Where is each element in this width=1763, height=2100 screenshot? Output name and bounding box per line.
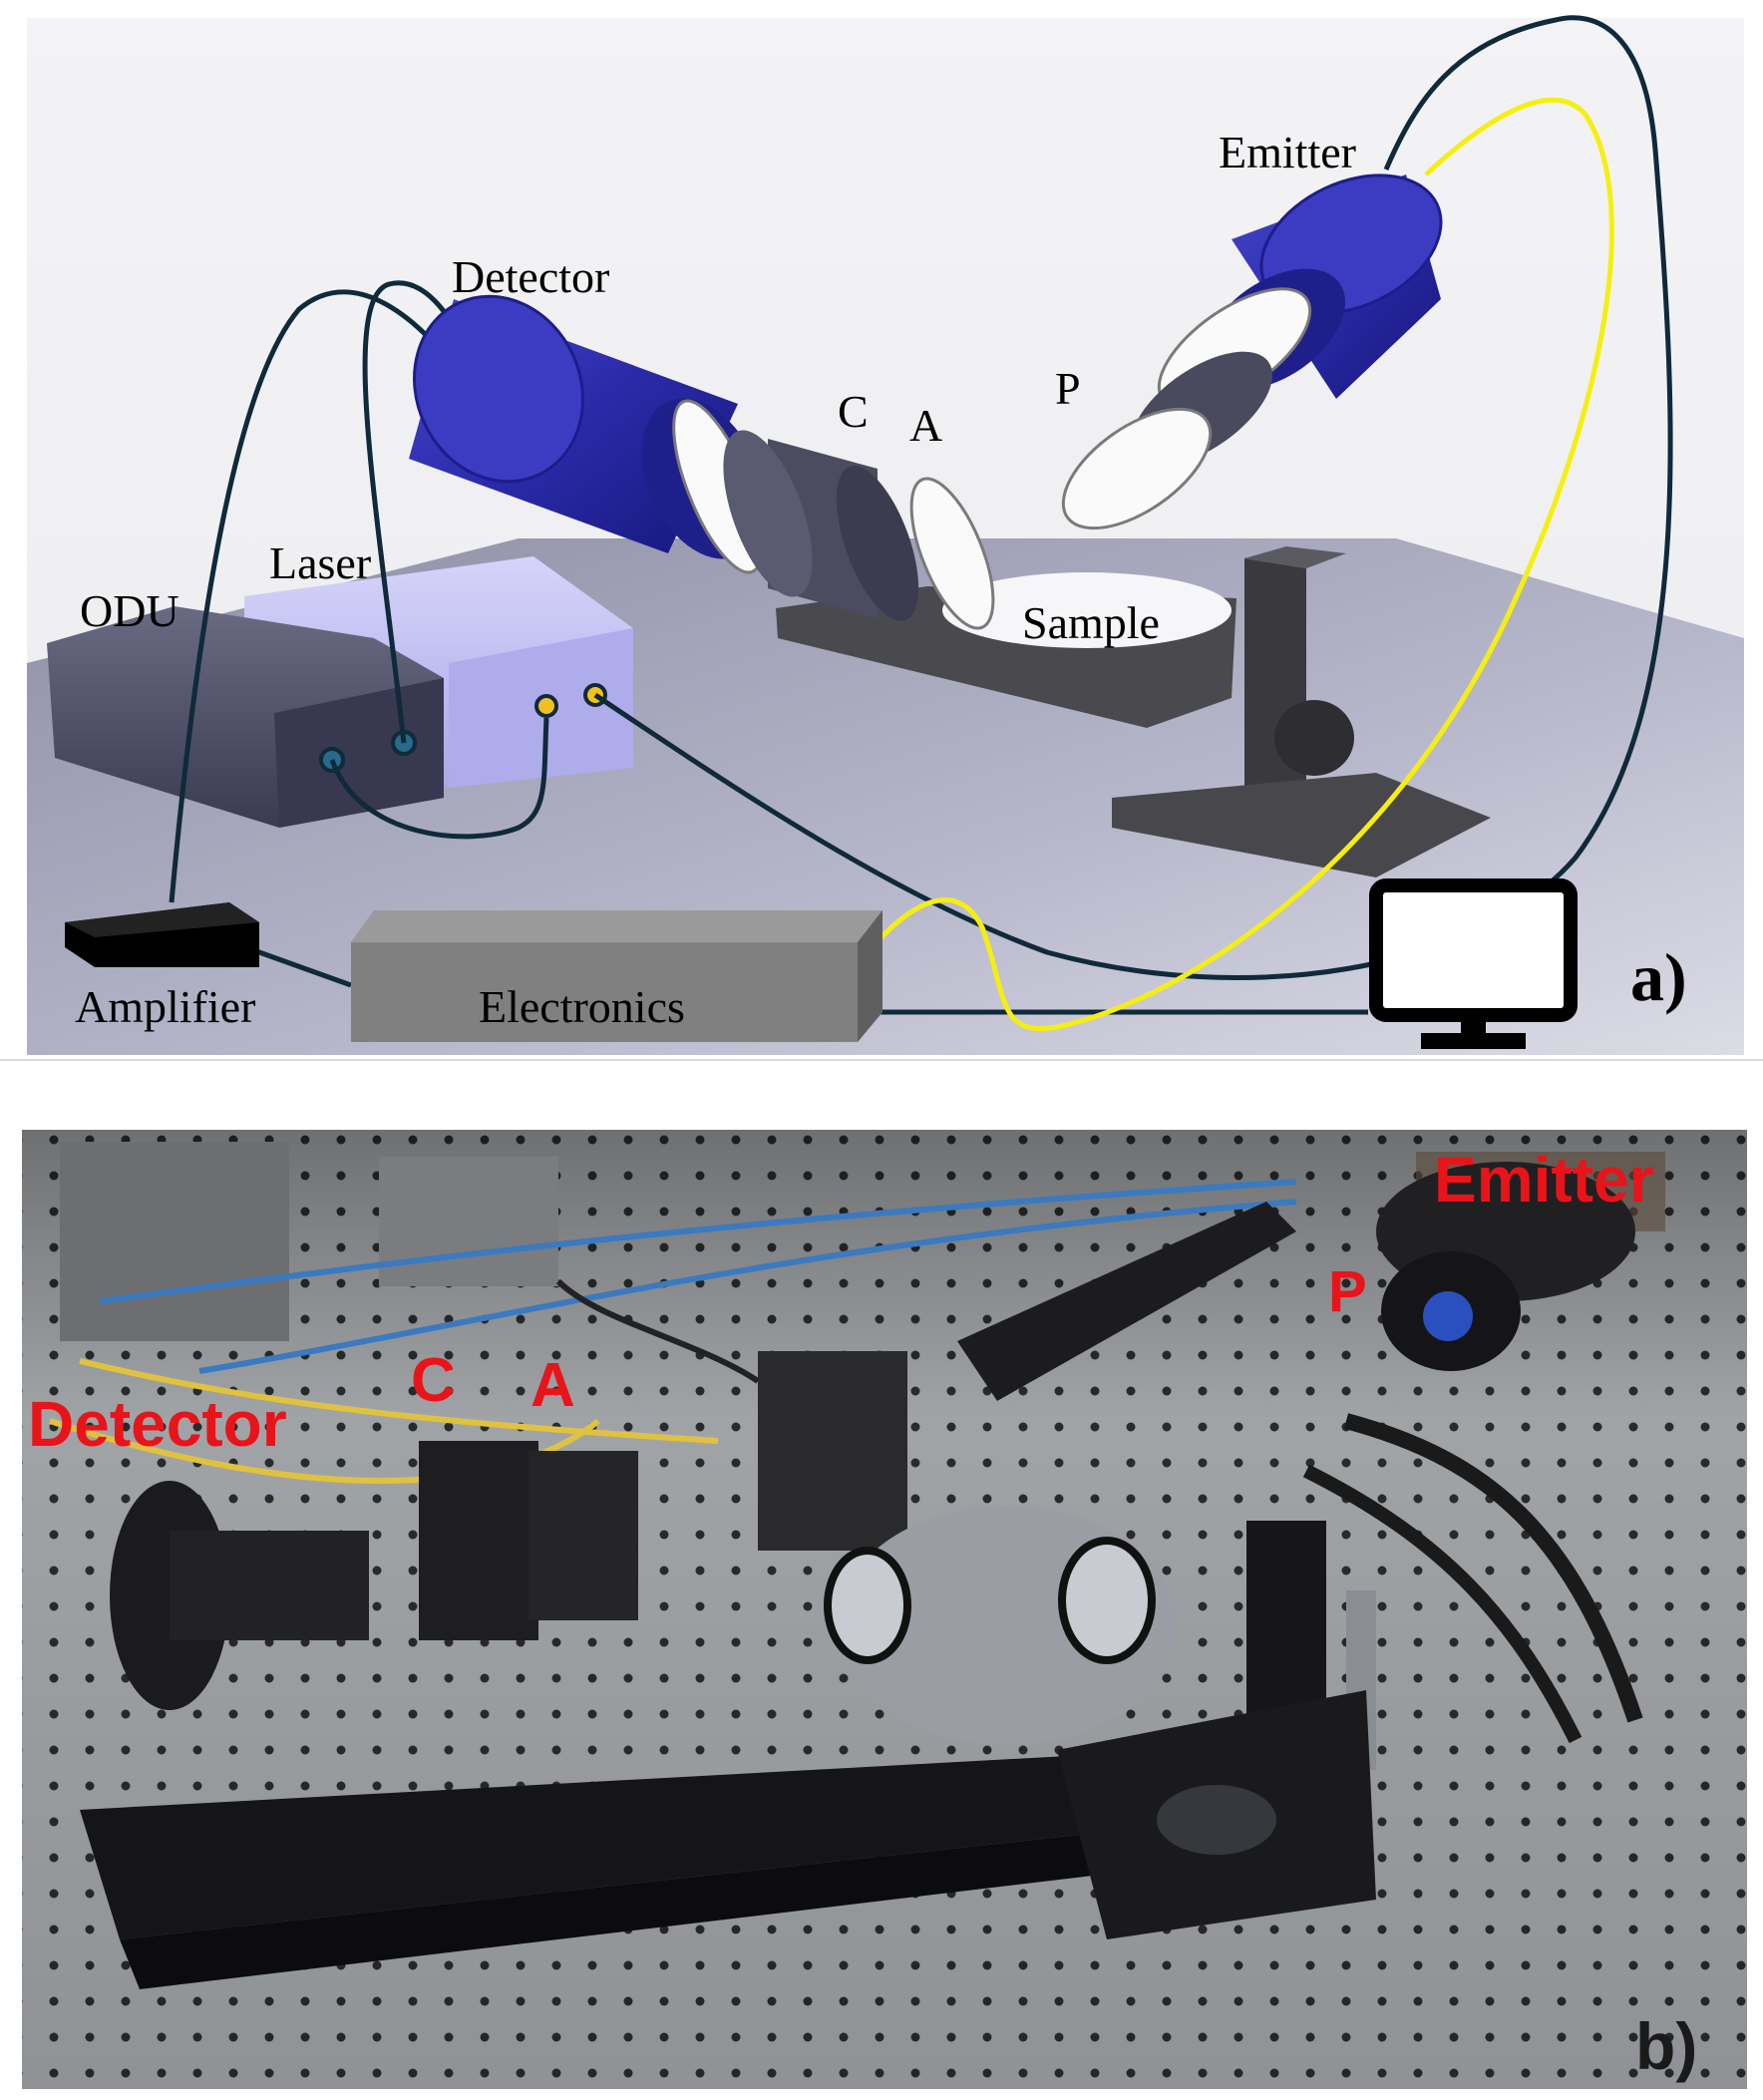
sample-stage	[776, 546, 1491, 877]
panel-b-tag: b)	[1635, 2009, 1697, 2083]
photo-label-p: P	[1328, 1259, 1367, 1324]
emitter-optics	[1061, 287, 1312, 530]
sample-disc	[942, 572, 1232, 648]
label-detector: Detector	[452, 251, 609, 302]
label-c: C	[838, 386, 869, 437]
photo-label-c: C	[411, 1346, 456, 1415]
monitor-icon	[1369, 878, 1578, 1049]
panel-a-schematic: Emitter Detector C A P Laser ODU Sample …	[27, 15, 1744, 1055]
fiber-cable-yellow	[850, 97, 1614, 1031]
detector-rail	[80, 1690, 1376, 1989]
label-a: A	[909, 400, 942, 451]
photo-label-a: A	[530, 1351, 575, 1420]
panel-separator	[0, 1059, 1763, 1061]
amplifier-box	[65, 902, 259, 967]
label-odu: ODU	[80, 585, 179, 636]
detector-assembly	[110, 1441, 638, 1710]
label-amplifier: Amplifier	[75, 981, 255, 1032]
photo-label-emitter: Emitter	[1434, 1144, 1654, 1216]
fiber-cables-dark	[169, 15, 1673, 1015]
photo-cables	[49, 1179, 1643, 1744]
label-emitter: Emitter	[1219, 127, 1356, 177]
schematic-diagram: Emitter Detector C A P Laser ODU Sample …	[27, 15, 1744, 1055]
label-laser: Laser	[269, 537, 371, 588]
laser-port-1	[534, 694, 558, 718]
emitter-arm	[957, 1162, 1635, 1401]
panel-a-tag: a)	[1630, 939, 1687, 1015]
photo-label-detector: Detector	[28, 1388, 287, 1460]
label-electronics: Electronics	[479, 981, 685, 1032]
label-sample: Sample	[1022, 597, 1160, 648]
panel-b-photo: Emitter P C A Detector b)	[0, 1122, 1763, 2100]
detector-optics	[672, 399, 995, 630]
electronics-box	[351, 910, 882, 1042]
label-p: P	[1055, 363, 1081, 414]
sample-goniometer	[758, 1351, 1376, 1770]
lab-photo: Emitter P C A Detector b)	[22, 1130, 1747, 2089]
